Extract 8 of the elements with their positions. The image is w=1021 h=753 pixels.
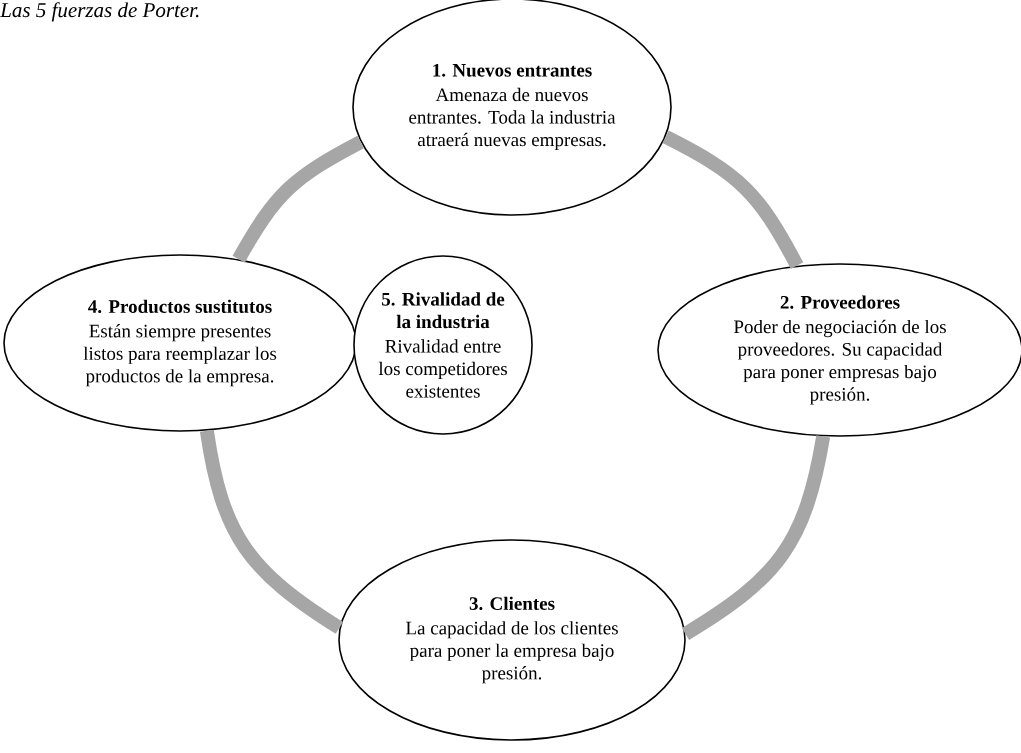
ellipse-node: 5. Rivalidad de la industria Rivalidad entre los competidores existentes — [353, 255, 533, 435]
ellipse-node: 4. Productos sustitutos Están siempre presentes listos para reemplazar los productos de la empresa. — [3, 254, 357, 432]
ring-connector — [232, 135, 364, 263]
ring-connector — [681, 435, 831, 640]
ring-connector — [199, 429, 344, 634]
ellipse-node: 3. Clientes La capacidad de los clientes para poner la empresa bajo presión. — [338, 539, 686, 741]
figure-title: Las 5 fuerzas de Porter. — [0, 2, 199, 22]
ring-connector — [662, 130, 804, 269]
